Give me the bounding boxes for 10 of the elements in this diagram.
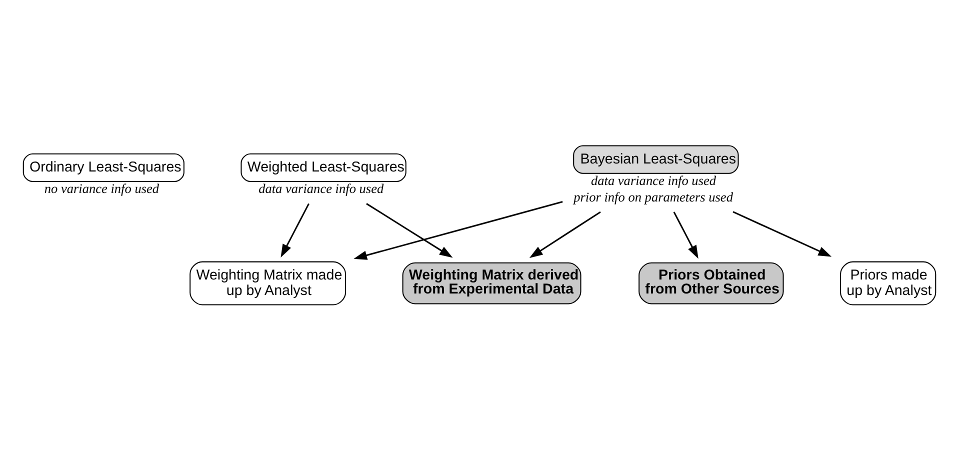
node-label: no variance info used <box>44 181 160 196</box>
node-label: data variance info used <box>258 181 384 196</box>
arrow <box>673 212 698 259</box>
arrow <box>354 201 563 260</box>
node-label: prior info on parameters used <box>574 189 733 204</box>
arrow <box>732 211 832 257</box>
arrow <box>280 203 310 258</box>
node-label: data variance info used <box>590 173 716 188</box>
arrow <box>529 211 601 258</box>
arrow <box>366 203 453 258</box>
